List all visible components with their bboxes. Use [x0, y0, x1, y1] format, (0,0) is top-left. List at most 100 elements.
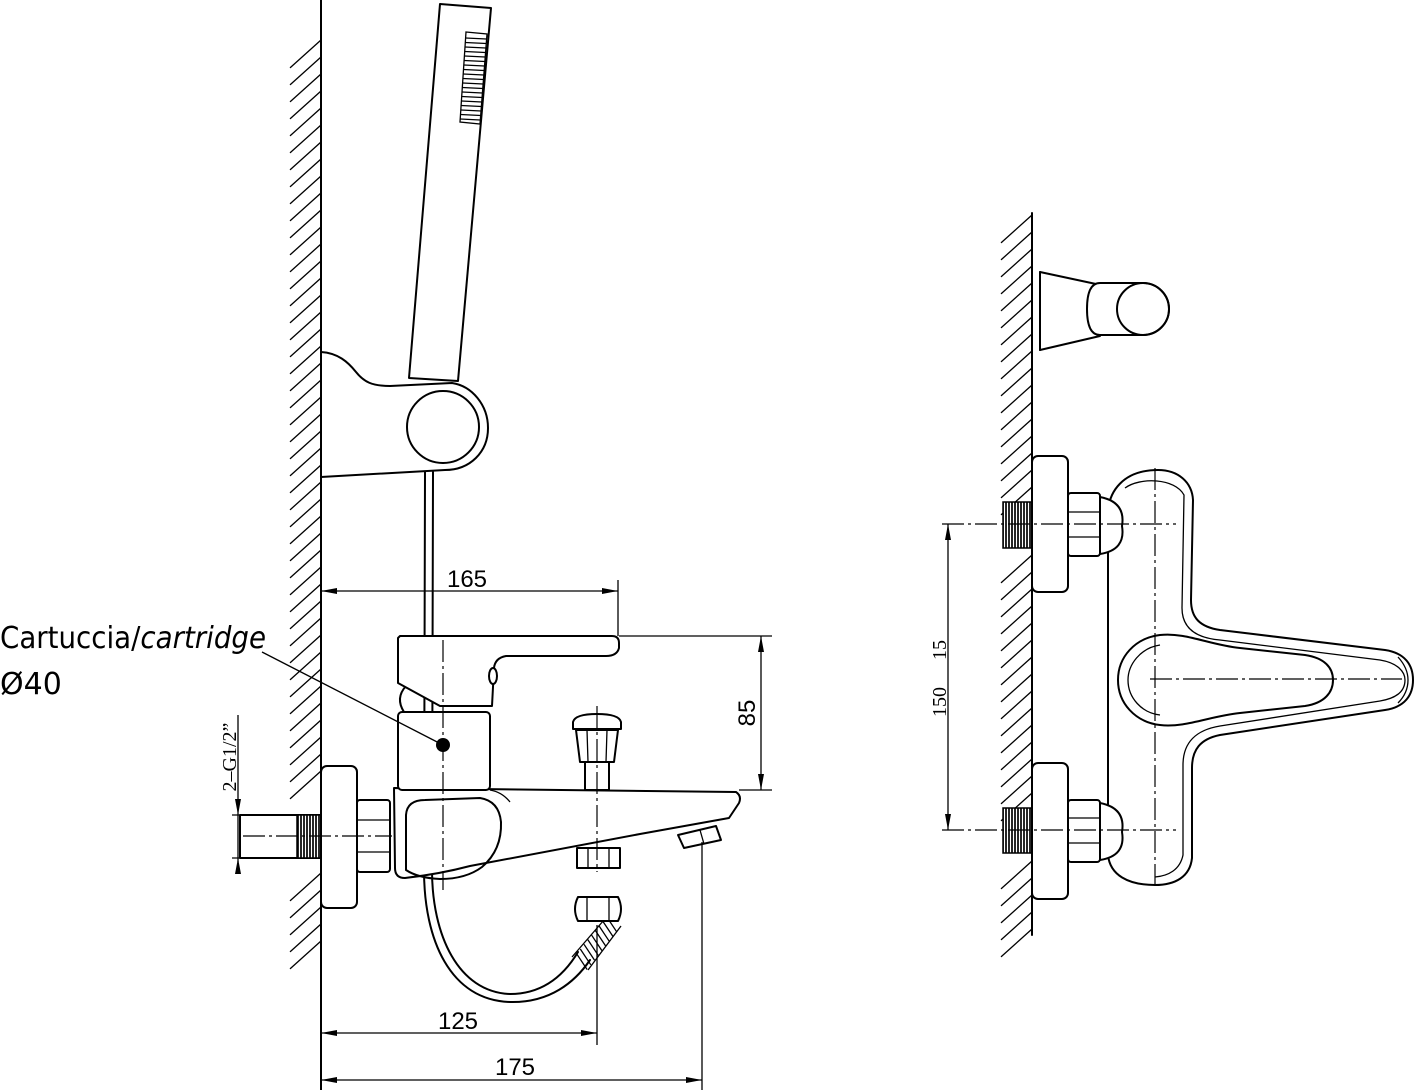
- wall-hatch-line: [289, 651, 322, 681]
- wall-hatch-line: [1000, 741, 1033, 771]
- nozzle-slot-line: [461, 95, 483, 99]
- wall-hatch-line: [1000, 673, 1033, 703]
- wall-flange: [320, 765, 358, 909]
- wall-hatch-line: [1000, 401, 1033, 431]
- wall-hatch-line: [1000, 452, 1033, 482]
- nozzle-slot-line: [462, 82, 484, 85]
- dim-175-label: 175: [495, 1054, 535, 1081]
- wall-hatch-line: [289, 600, 322, 630]
- wall-hatch-line: [1000, 282, 1033, 312]
- lower-wall-flange: [1031, 762, 1069, 900]
- wall-hatch-line: [1000, 928, 1033, 958]
- nozzle-slot-line: [462, 86, 483, 90]
- shower-holder-bracket: [320, 351, 489, 478]
- hose-nut: [574, 896, 622, 922]
- mixer-body-arch: [405, 797, 503, 880]
- cartridge-leader-line: [261, 651, 444, 746]
- wall-hatch-line: [1000, 860, 1033, 890]
- cartridge-diameter-label: Ø40: [0, 667, 62, 702]
- wall-hatch-line: [289, 889, 322, 919]
- wall-hatch-line: [1000, 690, 1033, 720]
- holder-end-circle: [1116, 282, 1170, 336]
- mixer-lever: [397, 635, 620, 707]
- hose-coil-edge-right: [587, 925, 622, 971]
- wall-hatch-line: [1000, 248, 1033, 278]
- cartridge-label: Cartuccia/cartridge: [0, 621, 266, 656]
- dim-thread-arrow-top: [235, 799, 241, 815]
- wall-hatch-line: [289, 260, 322, 290]
- hand-shower-outlet: [576, 847, 621, 869]
- wall-hatch-line: [1000, 877, 1033, 907]
- wall-hatch-line: [289, 515, 322, 545]
- wall-hatch-line: [1000, 911, 1033, 941]
- dim-165-label: 165: [447, 566, 487, 593]
- wall-hatch-line: [1000, 418, 1033, 448]
- nozzle-slot-line: [465, 37, 487, 40]
- dim-thread-arrow-bottom: [235, 858, 241, 874]
- diverter-knob-edge: [586, 729, 589, 763]
- wall-hatch-line: [289, 158, 322, 188]
- nozzle-slot-line: [460, 118, 481, 121]
- dim-15-label: 15: [929, 640, 951, 660]
- left-wall-hatching: [289, 39, 322, 970]
- nozzle-slot-line: [462, 77, 484, 81]
- hose-coil-turn: [601, 920, 614, 937]
- wall-hatch-line: [1000, 316, 1033, 346]
- wall-hatch-line: [289, 668, 322, 698]
- nozzle-slot-line: [465, 41, 487, 45]
- wall-hatch-line: [1000, 588, 1033, 618]
- wall-hatch-line: [1000, 639, 1033, 669]
- wall-hatch-line: [289, 90, 322, 120]
- nozzle-slot-line: [461, 104, 482, 108]
- mixer-lever-paddle: [1117, 633, 1334, 727]
- wall-hatch-line: [1000, 265, 1033, 295]
- nozzle-slot-line: [461, 100, 482, 103]
- wall-hatch-line: [1000, 231, 1033, 261]
- wall-hatch-line: [289, 498, 322, 528]
- cartridge-label-italian: Cartuccia/: [0, 621, 141, 656]
- wall-hatch-line: [289, 583, 322, 613]
- wall-hatch-line: [1000, 367, 1033, 397]
- side-view: 165 85 2–G1/2” 125 175 Cartuccia/cartrid…: [0, 0, 772, 1090]
- wall-hatch-line: [289, 226, 322, 256]
- wall-hatch-line: [289, 362, 322, 392]
- wall-hatch-line: [289, 702, 322, 732]
- wall-hatch-line: [289, 940, 322, 970]
- nozzle-slot-line: [464, 59, 485, 63]
- hose-coil-turn: [579, 948, 592, 966]
- wall-hatch-line: [1000, 894, 1033, 924]
- wall-hatch-line: [289, 73, 322, 103]
- wall-hatch-line: [289, 413, 322, 443]
- nozzle-slot-line: [460, 109, 482, 112]
- wall-hatch-line: [289, 39, 322, 69]
- right-wall-hatching: [1000, 214, 1033, 958]
- wall-hatch-line: [289, 906, 322, 936]
- wall-hatch-line: [1000, 554, 1033, 584]
- wall-hatch-line: [289, 770, 322, 800]
- wall-hatch-line: [289, 719, 322, 749]
- lever-screw: [488, 667, 498, 685]
- hose-coil-turn: [576, 953, 588, 970]
- nozzle-slot-line: [460, 113, 481, 117]
- wall-hatch-line: [289, 243, 322, 273]
- wall-hatch-line: [289, 753, 322, 783]
- wall-hatch-line: [289, 464, 322, 494]
- shower-nozzle-slots: [460, 37, 487, 121]
- upper-connector-bulge: [1099, 496, 1124, 555]
- wall-hatch-line: [289, 175, 322, 205]
- wall-hatch-line: [1000, 571, 1033, 601]
- wall-hatch-line: [289, 532, 322, 562]
- wall-hatch-line: [289, 872, 322, 902]
- wall-hatch-line: [1000, 299, 1033, 329]
- lower-eccentric-nut: [1067, 799, 1101, 863]
- wall-hatch-line: [289, 311, 322, 341]
- cartridge-collar: [399, 685, 407, 713]
- wall-hatch-line: [289, 634, 322, 664]
- wall-hatch-line: [289, 379, 322, 409]
- dim-150-label: 150: [929, 687, 951, 717]
- wall-hatch-line: [1000, 469, 1033, 499]
- wall-hatch-line: [1000, 384, 1033, 414]
- hose-coil-turn: [598, 925, 610, 942]
- wall-hatch-line: [1000, 656, 1033, 686]
